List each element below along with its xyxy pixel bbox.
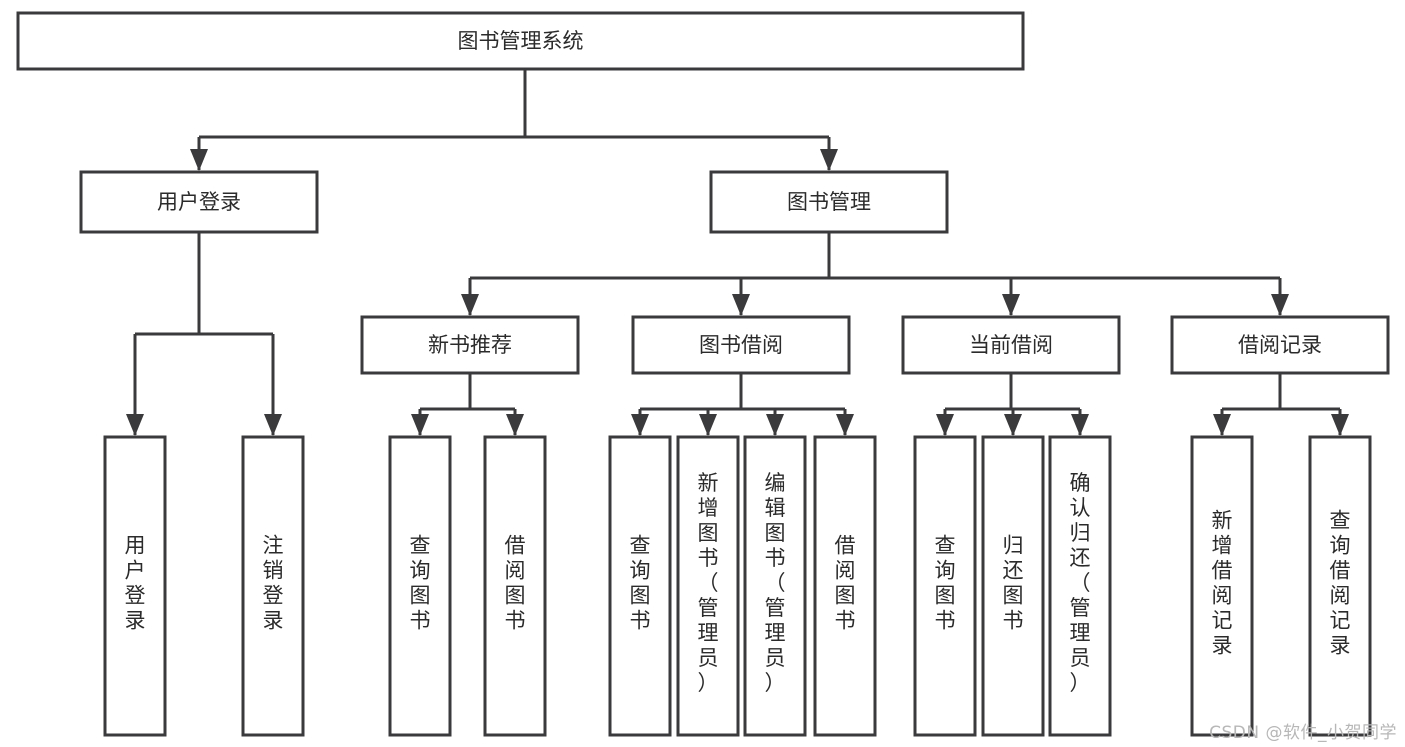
arrow-new-book-recommend-to-leaf-query-book-1 [411,414,429,436]
node-leaf-logout[interactable]: 注销登录 [241,435,305,737]
arrow-root-to-user-login [190,149,208,171]
arrow-bm-to-borrow-record [1271,294,1289,316]
node-label-book-borrow: 图书借阅 [699,333,783,357]
node-leaf-add-record[interactable]: 新增借阅记录 [1190,435,1254,737]
node-label-current-borrow: 当前借阅 [969,333,1053,357]
csdn-watermark: CSDN @软件_小贺同学 [1209,723,1397,743]
node-box-leaf-query-book-2 [608,435,672,737]
node-box-leaf-query-book-3 [913,435,977,737]
node-box-current-borrow [901,315,1121,375]
arrow-bm-to-book-borrow [732,294,750,316]
node-box-new-book-recommend [360,315,580,375]
node-book-borrow[interactable]: 图书借阅 [631,315,851,375]
node-leaf-borrow-book-1[interactable]: 借阅图书 [483,435,547,737]
node-label-leaf-add-record: 新增借阅记录 [1212,509,1233,658]
arrow-bm-to-new-book-recommend [461,294,479,316]
arrow-bm-to-current-borrow [1002,294,1020,316]
node-label-leaf-return-book: 归还图书 [1003,534,1024,633]
node-label-leaf-logout: 注销登录 [263,534,284,633]
node-box-leaf-borrow-book-1 [483,435,547,737]
node-book-manage[interactable]: 图书管理 [709,170,949,234]
node-box-root [16,11,1025,71]
node-leaf-return-book[interactable]: 归还图书 [981,435,1045,737]
arrow-book-borrow-to-leaf-edit-book [766,414,784,436]
arrow-current-borrow-to-leaf-confirm-return [1071,414,1089,436]
node-borrow-record[interactable]: 借阅记录 [1170,315,1390,375]
node-label-user-login: 用户登录 [157,190,241,214]
node-leaf-confirm-return[interactable]: 确认归还（管理员） [1048,435,1112,737]
arrow-new-book-recommend-to-leaf-borrow-book-1 [506,414,524,436]
node-box-leaf-query-record [1308,435,1372,737]
node-leaf-add-book[interactable]: 新增图书（管理员） [676,435,740,737]
node-label-leaf-edit-book: 编辑图书（管理员） [765,471,786,695]
node-leaf-user-login[interactable]: 用户登录 [103,435,167,737]
arrow-book-borrow-to-leaf-query-book-2 [631,414,649,436]
node-box-leaf-user-login [103,435,167,737]
arrow-book-borrow-to-leaf-borrow-book-2 [836,414,854,436]
node-label-leaf-user-login: 用户登录 [125,534,146,633]
node-box-leaf-return-book [981,435,1045,737]
node-label-root: 图书管理系统 [458,29,584,53]
node-label-leaf-confirm-return: 确认归还（管理员） [1070,471,1091,695]
node-box-user-login [79,170,319,234]
node-box-leaf-logout [241,435,305,737]
arrow-current-borrow-to-leaf-query-book-3 [936,414,954,436]
node-label-leaf-query-book-3: 查询图书 [935,534,956,633]
arrow-book-borrow-to-leaf-add-book [699,414,717,436]
node-box-borrow-record [1170,315,1390,375]
nodes-layer: 图书管理系统用户登录图书管理新书推荐图书借阅当前借阅借阅记录用户登录注销登录查询… [16,11,1390,737]
node-box-leaf-edit-book [743,435,807,737]
node-label-leaf-borrow-book-1: 借阅图书 [505,534,526,633]
node-box-leaf-confirm-return [1048,435,1112,737]
node-box-leaf-query-book-1 [388,435,452,737]
node-leaf-query-book-3[interactable]: 查询图书 [913,435,977,737]
node-leaf-borrow-book-2[interactable]: 借阅图书 [813,435,877,737]
node-box-leaf-add-record [1190,435,1254,737]
node-box-book-borrow [631,315,851,375]
node-leaf-query-book-2[interactable]: 查询图书 [608,435,672,737]
node-current-borrow[interactable]: 当前借阅 [901,315,1121,375]
node-label-leaf-add-book: 新增图书（管理员） [698,471,719,695]
arrow-current-borrow-to-leaf-return-book [1004,414,1022,436]
node-label-leaf-query-book-1: 查询图书 [410,534,431,633]
node-label-new-book-recommend: 新书推荐 [428,333,512,357]
node-leaf-query-book-1[interactable]: 查询图书 [388,435,452,737]
node-leaf-query-record[interactable]: 查询借阅记录 [1308,435,1372,737]
arrow-root-to-book-manage [820,149,838,171]
node-box-leaf-borrow-book-2 [813,435,877,737]
node-label-leaf-query-record: 查询借阅记录 [1330,509,1351,658]
node-label-borrow-record: 借阅记录 [1238,333,1322,357]
arrow-borrow-record-to-leaf-query-record [1331,414,1349,436]
node-label-book-manage: 图书管理 [787,190,871,214]
node-new-book-recommend[interactable]: 新书推荐 [360,315,580,375]
arrow-user-login-to-leaf-user-login [126,414,144,436]
node-box-book-manage [709,170,949,234]
arrow-user-login-to-leaf-logout [264,414,282,436]
node-label-leaf-query-book-2: 查询图书 [630,534,651,633]
arrow-borrow-record-to-leaf-add-record [1213,414,1231,436]
edges-layer [126,69,1349,436]
node-label-leaf-borrow-book-2: 借阅图书 [835,534,856,633]
node-leaf-edit-book[interactable]: 编辑图书（管理员） [743,435,807,737]
node-root[interactable]: 图书管理系统 [16,11,1025,71]
node-box-leaf-add-book [676,435,740,737]
node-user-login[interactable]: 用户登录 [79,170,319,234]
